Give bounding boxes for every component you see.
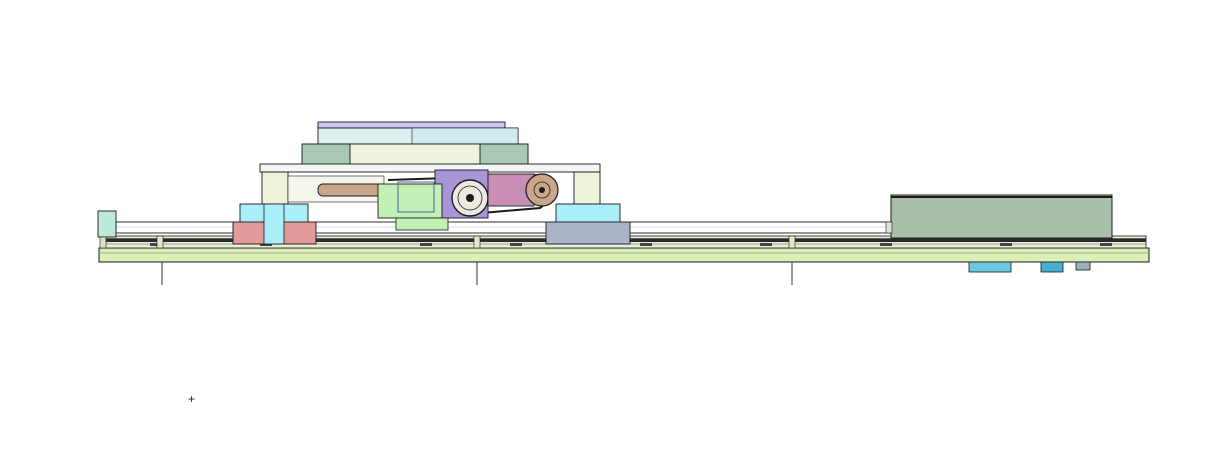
under-sensors [968, 261, 1091, 273]
sensor-block [968, 261, 1012, 273]
drive-motor[interactable] [377, 181, 449, 231]
right-carriage[interactable] [545, 203, 631, 245]
top-plate[interactable] [259, 121, 601, 173]
left-carriage[interactable] [232, 203, 317, 245]
drive-pulley[interactable] [451, 179, 489, 217]
sensor-block [1040, 261, 1064, 273]
sensor-block [1075, 261, 1091, 271]
end-block[interactable] [97, 210, 117, 249]
support-legs [161, 262, 793, 285]
base-rail-body [98, 247, 1150, 263]
rail-supports [156, 235, 796, 249]
idler-pulley[interactable] [525, 173, 559, 207]
pneumatic-cylinder[interactable] [885, 194, 1113, 239]
cursor-crosshair: + [188, 392, 195, 406]
